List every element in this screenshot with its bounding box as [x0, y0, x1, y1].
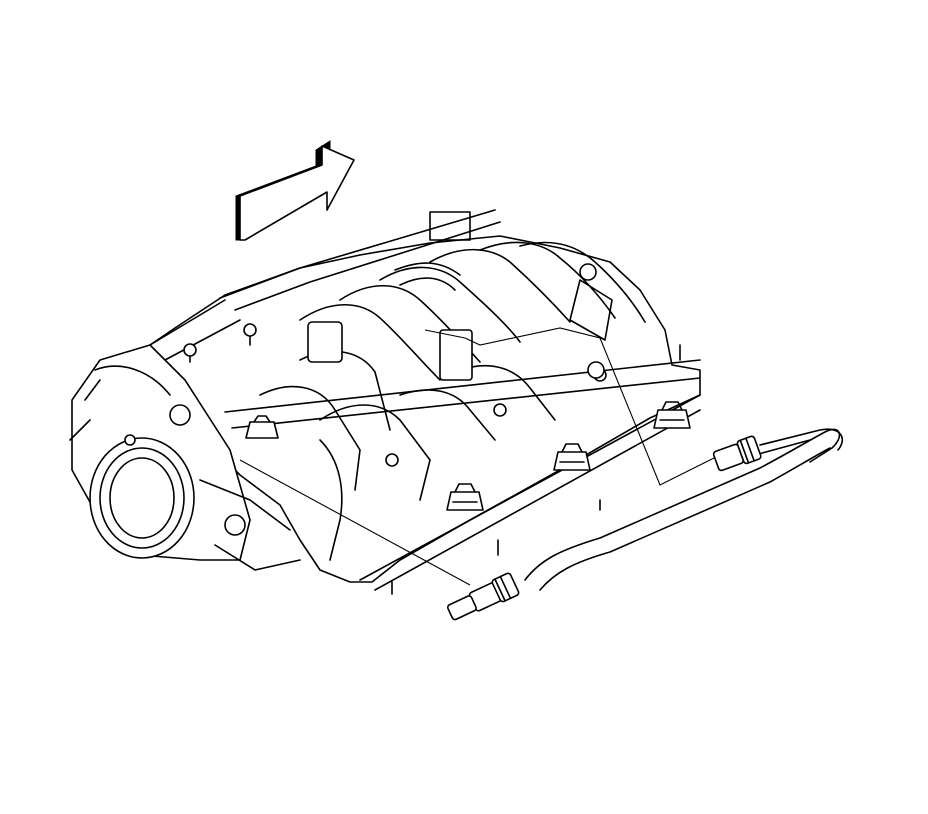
- fuel-line-hose: [239, 327, 844, 591]
- throttle-body: [69, 344, 301, 571]
- intake-manifold: [149, 209, 701, 583]
- fuel-rail: [224, 359, 701, 591]
- direction-arrow-icon: [235, 140, 355, 241]
- fuel-injector-icon: [245, 401, 691, 511]
- mounting-bolts: [183, 323, 681, 595]
- quick-connect-fitting-icon: [446, 435, 762, 621]
- manifold-sensors: [307, 211, 613, 381]
